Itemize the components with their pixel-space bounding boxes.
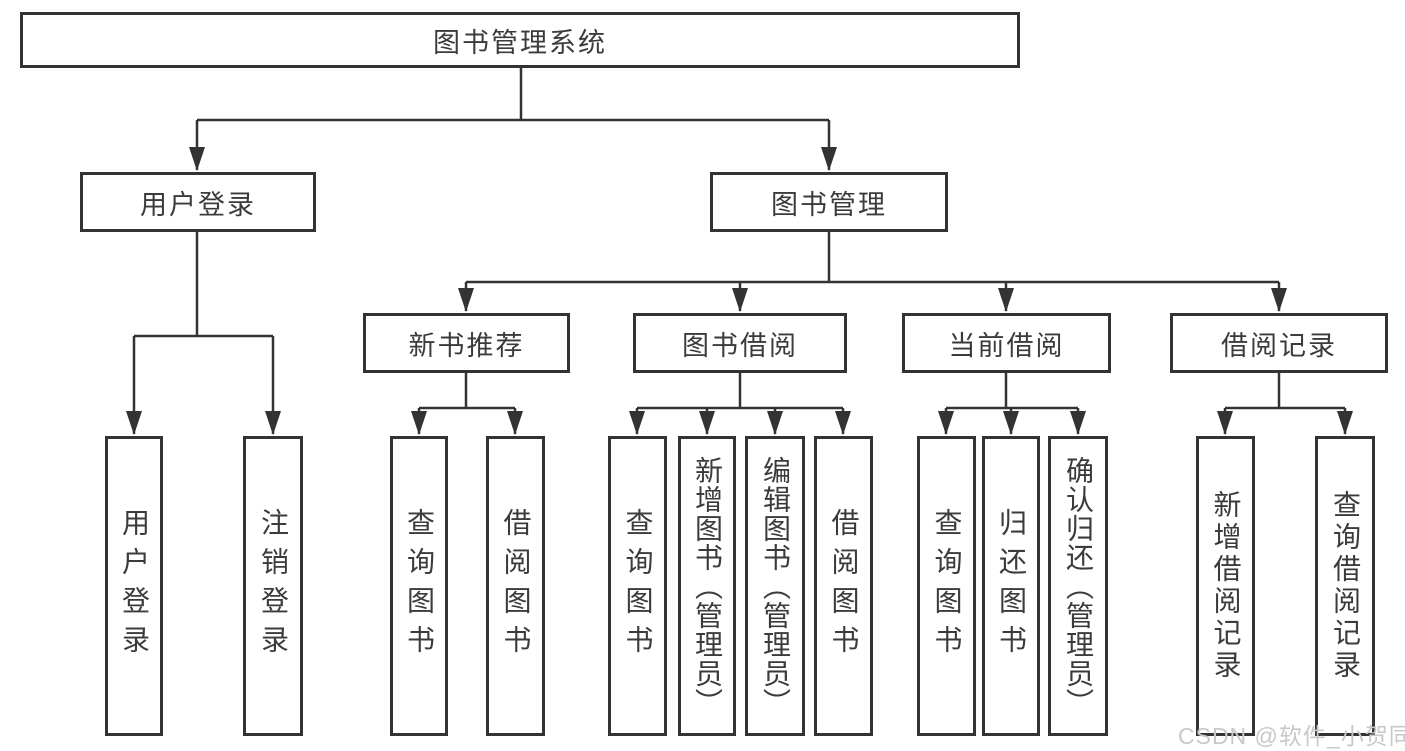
leaf-edit-book-admin: 编辑图书（管理员） xyxy=(745,436,805,736)
leaf-label: 查询借阅记录 xyxy=(1330,490,1361,682)
connector-book-borrow xyxy=(637,373,843,410)
node-label: 当前借阅 xyxy=(948,330,1065,361)
node-label: 图书管理 xyxy=(771,189,887,220)
leaf-user-login: 用户登录 xyxy=(105,436,163,736)
leaf-confirm-return-admin: 确认归还（管理员） xyxy=(1048,436,1108,736)
leaf-query-book-1: 查询图书 xyxy=(390,436,448,736)
leaf-borrow-book-2: 借阅图书 xyxy=(814,436,873,736)
node-label: 图书借阅 xyxy=(682,330,798,361)
node-borrow-record: 借阅记录 xyxy=(1170,313,1388,373)
leaf-return-book: 归还图书 xyxy=(982,436,1040,736)
node-label: 借阅记录 xyxy=(1221,330,1337,361)
leaf-label: 查询图书 xyxy=(404,508,435,664)
leaf-borrow-book-1: 借阅图书 xyxy=(486,436,545,736)
node-root-system: 图书管理系统 xyxy=(20,12,1020,68)
connector-root-l2 xyxy=(197,68,829,122)
node-label: 新书推荐 xyxy=(408,330,525,361)
connector-borrow-record xyxy=(1225,373,1345,410)
node-user-login: 用户登录 xyxy=(80,172,316,232)
leaf-logout: 注销登录 xyxy=(243,436,303,736)
node-book-borrow: 图书借阅 xyxy=(633,313,847,373)
leaf-label: 归还图书 xyxy=(996,508,1027,664)
connector-user-login xyxy=(134,232,273,338)
leaf-label: 用户登录 xyxy=(119,508,150,664)
leaf-label: 编辑图书（管理员） xyxy=(760,455,791,717)
leaf-query-book-3: 查询图书 xyxy=(917,436,976,736)
leaf-label: 借阅图书 xyxy=(828,508,860,664)
leaf-add-book-admin: 新增图书（管理员） xyxy=(678,436,736,736)
leaf-query-borrow-record: 查询借阅记录 xyxy=(1315,436,1375,736)
node-root-label: 图书管理系统 xyxy=(433,27,607,58)
connector-new-book xyxy=(419,373,515,410)
leaf-query-book-2: 查询图书 xyxy=(608,436,667,736)
connector-book-mgmt xyxy=(466,232,1279,284)
leaf-label: 注销登录 xyxy=(258,508,289,664)
leaf-label: 借阅图书 xyxy=(500,508,532,664)
leaf-add-borrow-record: 新增借阅记录 xyxy=(1196,436,1255,736)
leaf-label: 新增借阅记录 xyxy=(1210,490,1242,682)
connector-current-borrow xyxy=(946,373,1078,410)
leaf-label: 查询图书 xyxy=(622,508,654,664)
leaf-label: 确认归还（管理员） xyxy=(1063,455,1094,717)
leaf-label: 查询图书 xyxy=(931,508,963,664)
csdn-watermark: CSDN @软件_小贺同学 xyxy=(1178,723,1405,749)
node-book-management: 图书管理 xyxy=(710,172,948,232)
leaf-label: 新增图书（管理员） xyxy=(692,455,723,717)
node-new-book-recommend: 新书推荐 xyxy=(363,313,570,373)
node-label: 用户登录 xyxy=(140,189,256,220)
node-current-borrow: 当前借阅 xyxy=(902,313,1111,373)
